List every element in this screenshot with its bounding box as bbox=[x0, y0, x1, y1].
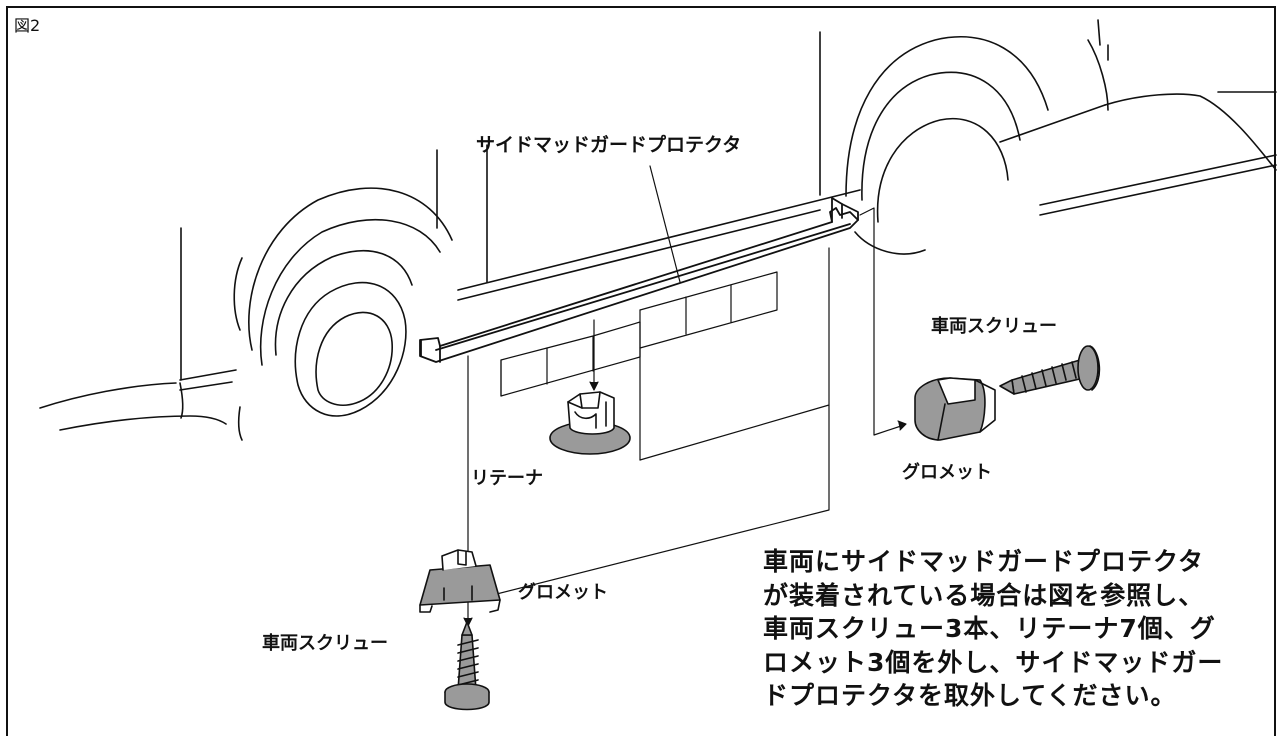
label-grommet-right: グロメット bbox=[902, 462, 992, 483]
label-grommet-bottom: グロメット bbox=[518, 582, 608, 603]
label-side-mud-guard-protector: サイドマッドガードプロテクタ bbox=[476, 134, 742, 156]
note-line: ドプロテクタを取外してください。 bbox=[763, 681, 1177, 710]
note-line: 車両スクリュー3本、リテーナ7個、グ bbox=[763, 614, 1216, 643]
note-line: 車両にサイドマッドガードプロテクタ bbox=[763, 547, 1205, 576]
label-vehicle-screw-bottom: 車両スクリュー bbox=[262, 633, 388, 654]
instruction-note: 車両にサイドマッドガードプロテクタ が装着されている場合は図を参照し、 車両スク… bbox=[763, 545, 1263, 713]
note-line: が装着されている場合は図を参照し、 bbox=[763, 580, 1205, 610]
figure-number: 図2 bbox=[14, 16, 41, 35]
vehicle-screw-right bbox=[999, 345, 1101, 395]
mounting-grid-diagram bbox=[500, 247, 830, 461]
retainer-part bbox=[549, 391, 631, 455]
leader-lines bbox=[463, 165, 907, 627]
note-line: ロメット3個を外し、サイドマッドガー bbox=[763, 647, 1224, 677]
front-wheel-arch bbox=[233, 187, 453, 417]
grommet-part-right bbox=[914, 377, 996, 441]
vehicle-screw-bottom bbox=[444, 621, 490, 711]
label-retainer: リテーナ bbox=[471, 468, 543, 489]
figure-frame bbox=[6, 6, 1276, 736]
side-mud-guard-protector bbox=[419, 197, 859, 363]
label-vehicle-screw-right: 車両スクリュー bbox=[931, 316, 1057, 337]
grommet-part-bottom bbox=[419, 549, 501, 613]
rear-wheel-arch bbox=[845, 36, 1049, 255]
